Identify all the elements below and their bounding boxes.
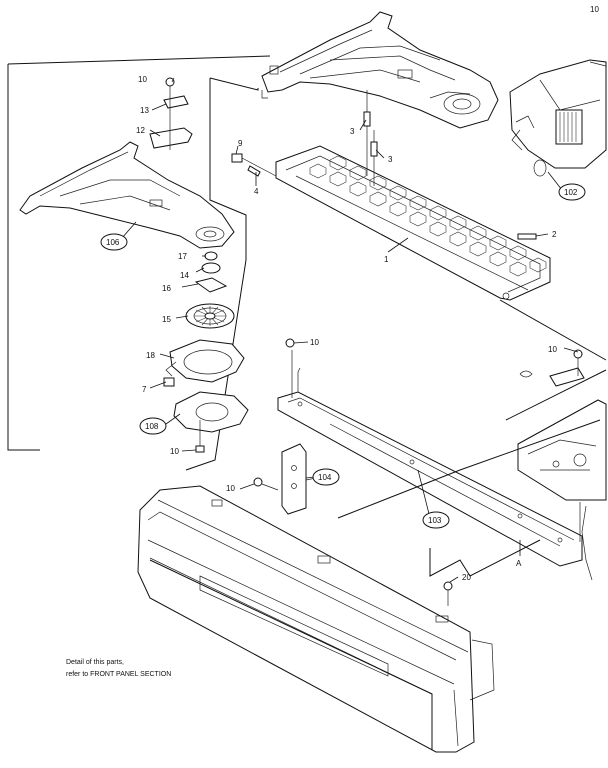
callout-10-bottom: 10 [170,447,179,456]
callout-circle-108 [139,417,167,435]
callout-15: 15 [162,315,171,324]
leader-lines [121,77,579,583]
detail-inset-outline [7,55,271,471]
door-guide [429,539,541,577]
mount-plate [281,443,317,515]
callout-17: 17 [178,252,187,261]
callout-A: A [516,559,522,568]
callout-1: 1 [384,255,389,264]
strip-part [517,233,537,240]
grid-plate [275,145,551,301]
top-frame-assembly [261,11,499,129]
callout-circle-102 [558,183,586,201]
shaft-screws [363,90,378,186]
inset-top-parts [149,77,193,150]
inset-frame-bracket [19,141,235,249]
callout-7: 7 [142,385,147,394]
control-bracket [277,350,583,567]
callout-3b: 3 [388,155,393,164]
callout-2: 2 [552,230,557,239]
callout-13: 13 [140,106,149,115]
callout-10-corner: 10 [590,5,599,14]
callout-20: 20 [462,573,471,582]
callout-14: 14 [180,271,189,280]
callout-10-bracket: 10 [226,484,235,493]
callout-circle-103 [422,511,450,529]
motor-unit [509,59,607,177]
callout-circle-106 [100,233,128,251]
bolt-20 [443,581,453,606]
callout-16: 16 [162,284,171,293]
note-line-1: Detail of this parts, [66,659,124,666]
note-line-2: refer to FRONT PANEL SECTION [66,671,171,678]
callout-103: 103 [428,516,442,525]
callout-10-top: 10 [138,75,147,84]
callout-9: 9 [238,139,243,148]
callout-10-mid: 10 [310,338,319,347]
exploded-guide [337,419,601,519]
callout-10-right: 10 [548,345,557,354]
callout-3a: 3 [350,127,355,136]
front-panel [137,485,495,753]
callout-circle-104 [312,468,340,486]
callout-18: 18 [146,351,155,360]
right-housing [499,299,607,581]
callout-12: 12 [136,126,145,135]
callout-108: 108 [145,422,159,431]
small-bolt-parts [231,153,277,177]
callout-106: 106 [106,238,120,247]
callout-104: 104 [318,473,332,482]
stirrer-stack [163,251,249,453]
callout-102: 102 [564,188,578,197]
callout-4: 4 [254,187,259,196]
